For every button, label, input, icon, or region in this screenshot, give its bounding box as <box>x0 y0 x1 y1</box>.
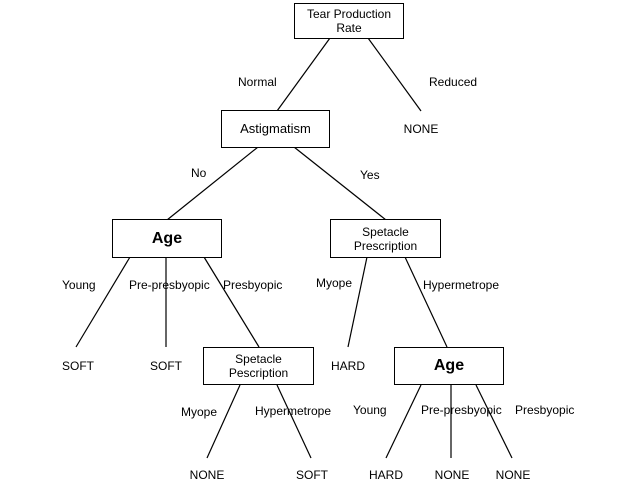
edge-astigmatism-spectacle <box>293 146 387 221</box>
leaf-soft-young: SOFT <box>62 359 94 373</box>
edge-label-presbyopic-2: Presbyopic <box>515 403 575 417</box>
edge-spectacle2-none <box>206 384 241 459</box>
edge-spectacle-hard <box>347 256 368 348</box>
node-label: Age <box>151 229 183 247</box>
edge-root-none <box>367 37 422 112</box>
node-label: Spetacle Pescription <box>228 352 289 380</box>
edge-age2-none-presbyopic <box>475 384 513 459</box>
node-label: Astigmatism <box>240 121 311 136</box>
edge-label-myope-1: Myope <box>316 276 353 290</box>
leaf-none-prepresbyopic-2: NONE <box>434 468 470 482</box>
node-age-2: Age <box>394 347 504 385</box>
edge-spectacle2-soft <box>276 384 312 459</box>
edge-label-presbyopic-1: Presbyopic <box>223 278 283 292</box>
edge-label-normal: Normal <box>238 75 277 89</box>
node-label: Spetacle Prescription <box>353 224 418 253</box>
leaf-hard-myope: HARD <box>330 359 366 373</box>
leaf-soft-hypermetrope-2: SOFT <box>296 468 328 482</box>
edge-label-reduced: Reduced <box>429 75 478 89</box>
leaf-none-reduced: NONE <box>403 122 439 136</box>
edge-label-myope-2: Myope <box>181 405 218 419</box>
node-age-1: Age <box>112 219 222 258</box>
edge-label-prepresbyopic-1: Pre-presbyopic <box>129 278 210 292</box>
edge-label-yes: Yes <box>360 168 380 182</box>
edge-age-spectacle2 <box>203 256 260 348</box>
node-label: Tear Production Rate <box>306 7 392 35</box>
node-tear-production-rate: Tear Production Rate <box>294 3 404 39</box>
edge-age2-hard <box>385 384 422 459</box>
edge-label-young-1: Young <box>62 278 96 292</box>
edge-label-prepresbyopic-2: Pre-presbyopic <box>421 403 502 417</box>
edge-spectacle-age2 <box>404 256 448 348</box>
edge-root-astigmatism <box>276 37 331 112</box>
edge-age-soft-young <box>75 256 131 348</box>
node-astigmatism: Astigmatism <box>221 110 330 148</box>
node-spectacle-prescription-1: Spetacle Prescription <box>330 219 441 258</box>
leaf-hard-young-2: HARD <box>368 468 404 482</box>
edge-label-no: No <box>191 166 207 180</box>
edge-label-hypermetrope-2: Hypermetrope <box>255 404 332 418</box>
leaf-none-myope-2: NONE <box>189 468 225 482</box>
leaf-none-presbyopic-2: NONE <box>495 468 531 482</box>
leaf-soft-prepresbyopic: SOFT <box>150 359 182 373</box>
node-spectacle-prescription-2: Spetacle Pescription <box>203 347 314 385</box>
edge-label-hypermetrope-1: Hypermetrope <box>423 278 500 292</box>
node-label: Age <box>433 357 465 374</box>
edge-astigmatism-age <box>166 146 259 221</box>
edge-label-young-2: Young <box>353 403 387 417</box>
